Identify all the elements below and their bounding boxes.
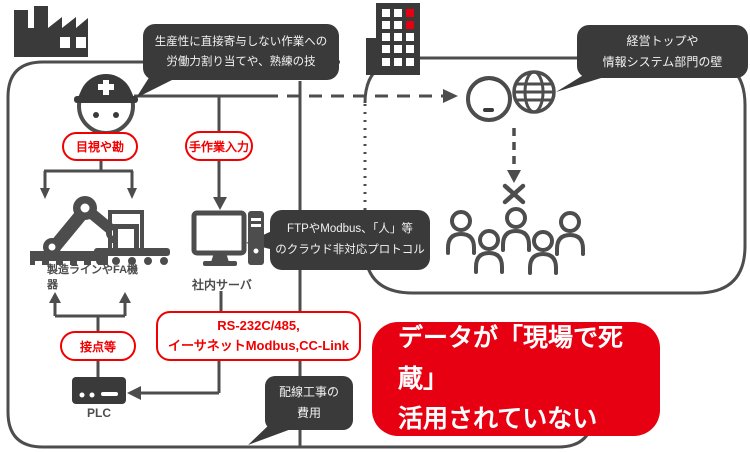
callout-wiring-line1: 配線工事の [278,385,339,399]
callout-management-line1: 経営トップや [626,33,699,48]
callout-wiring: 配線工事の 費用 [265,376,353,430]
pill-visual-intuition: 目視や勘 [62,132,138,161]
pill-visual-label: 目視や勘 [75,140,124,154]
office-building-icon [366,3,420,75]
pill-manual-entry: 手作業入力 [185,131,253,161]
protocol-standards-line1: RS-232C/485, [217,317,300,333]
callout-protocol: FTPやModbus、「人」等 のクラウド非対応プロトコル [270,210,430,270]
callout-wiring-line2: 費用 [296,406,321,420]
pill-manual-label: 手作業入力 [188,139,249,154]
conveyor-icon [94,210,170,265]
conclusion-banner: データが「現場で死蔵」 活用されていない [372,322,660,436]
people-group-icon [446,207,585,275]
conclusion-line2: 活用されていない [398,405,598,434]
factory-icon [14,6,88,57]
plc-device-icon [72,377,126,404]
label-server: 社内サーバ [192,278,252,292]
pill-contact-label: 接点等 [79,339,116,354]
factory-zone-border [6,60,595,449]
office-person-icon [466,76,512,122]
protocol-standards-line2: イーサネットModbus,CC-Link [167,338,349,353]
callout-productivity-line2: 労働力割り当てや、熟練の技 [166,56,316,68]
callout-protocol-line2: のクラウド非対応プロトコル [275,244,425,256]
callout-management: 経営トップや 情報システム部門の壁 [577,25,748,78]
callout-protocol-line1: FTPやModbus、「人」等 [287,222,413,235]
robot-arm-icon [30,196,122,265]
pill-contact-point: 接点等 [60,331,136,361]
worker-face-icon [74,74,138,135]
callout-management-line2: 情報システム部門の壁 [602,54,723,69]
protocol-standards-box: RS-232C/485, イーサネットModbus,CC-Link [156,311,361,361]
label-plc: PLC [87,406,111,420]
conclusion-line1: データが「現場で死蔵」 [398,324,624,393]
globe-icon [512,70,556,114]
desktop-computer-icon [191,210,264,266]
label-fa-equipment: 製造ラインやFA機器 [47,264,139,291]
blocked-x-icon [502,183,526,205]
callout-productivity-line1: 生産性に直接寄与しない作業への [154,35,328,48]
callout-productivity: 生産性に直接寄与しない作業への 労働力割り当てや、熟練の技 [143,24,339,80]
arrowheads [40,89,521,400]
